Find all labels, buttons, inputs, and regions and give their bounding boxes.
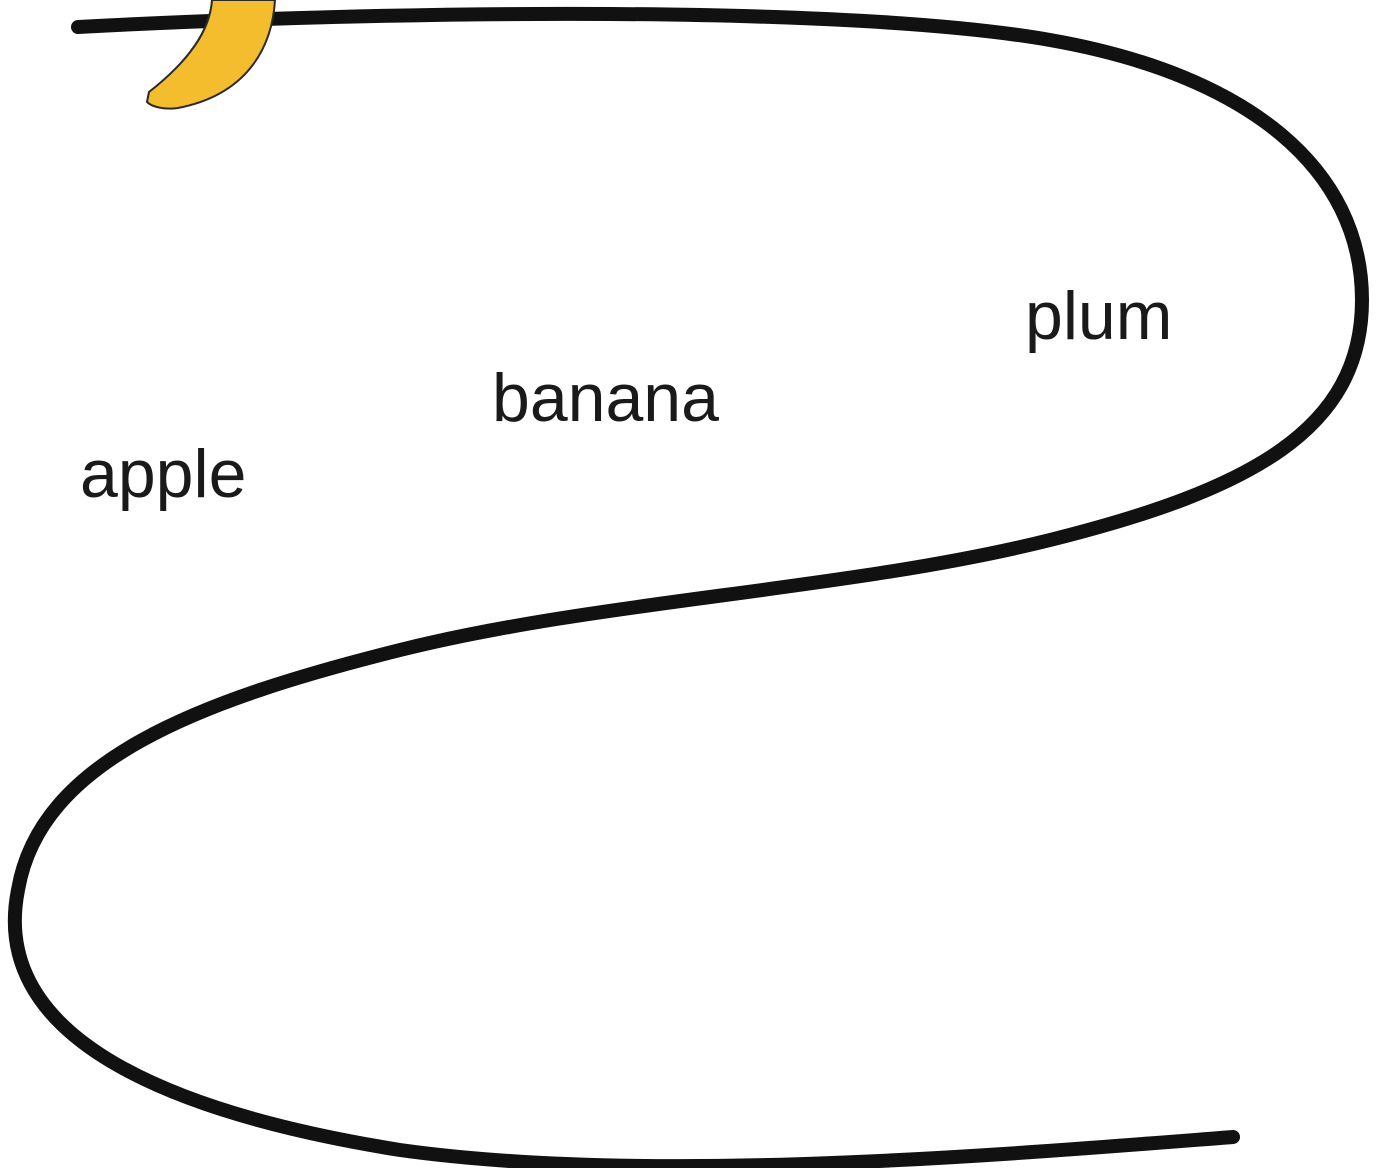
word-apple: apple — [80, 436, 247, 512]
word-plum: plum — [1025, 278, 1173, 354]
banana-icon — [146, 0, 276, 110]
word-banana: banana — [492, 360, 719, 436]
winding-path — [7, 6, 1369, 1168]
